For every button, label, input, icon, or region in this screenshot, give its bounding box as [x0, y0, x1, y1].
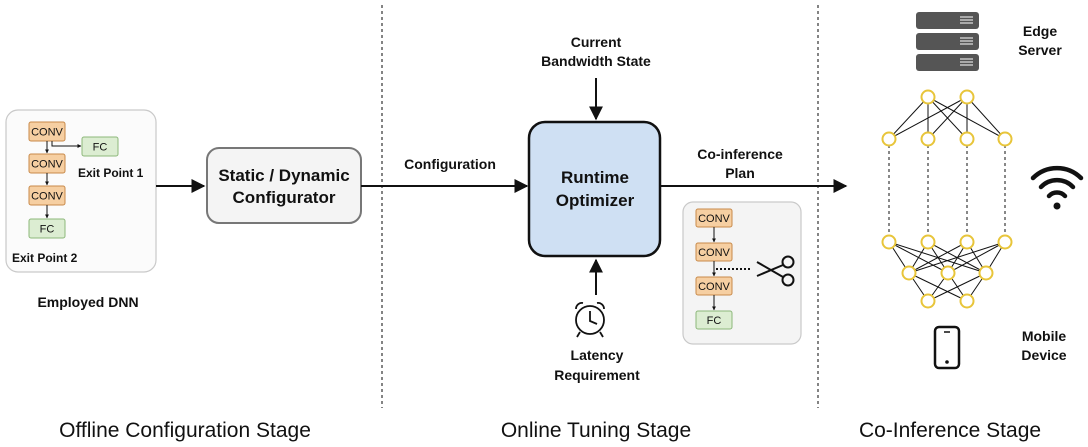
nn-node: [978, 265, 994, 281]
plan-label-line1: Co-inference: [697, 146, 783, 162]
configuration-label: Configuration: [404, 156, 496, 172]
nn-node: [959, 293, 975, 309]
dnn-layer-conv-1-label: CONV: [31, 127, 63, 139]
nn-node: [920, 89, 936, 105]
plan-label-line2: Plan: [725, 165, 755, 181]
nn-node: [920, 293, 936, 309]
edge-server-label-line1: Edge: [1023, 23, 1057, 39]
nn-node: [997, 234, 1013, 250]
coinference-stage-title: Co-Inference Stage: [859, 419, 1041, 442]
alarm-clock-icon: [575, 302, 605, 338]
nn-node: [881, 234, 897, 250]
nn-node: [920, 131, 936, 147]
plan-layer-conv-3: CONV: [695, 276, 733, 296]
offline-stage-title: Offline Configuration Stage: [59, 419, 311, 442]
employed-dnn-caption: Employed DNN: [37, 294, 138, 310]
dnn-layer-fc-exit1: FC: [81, 136, 119, 157]
dnn-layer-conv-1: CONV: [28, 121, 66, 142]
nn-node: [959, 234, 975, 250]
dnn-layer-conv-3: CONV: [28, 185, 66, 206]
plan-layer-conv-2-label: CONV: [698, 247, 730, 259]
latency-label-line2: Requirement: [554, 367, 640, 383]
edge-server-icon: [916, 12, 979, 71]
online-stage-title: Online Tuning Stage: [501, 419, 691, 442]
dnn-layer-conv-2-label: CONV: [31, 159, 63, 171]
mobile-device-label-line1: Mobile: [1022, 328, 1067, 344]
dnn-layer-fc-exit1-label: FC: [93, 142, 108, 154]
plan-layer-conv-2: CONV: [695, 242, 733, 262]
nn-node: [997, 131, 1013, 147]
exit-point-2-label: Exit Point 2: [12, 251, 78, 265]
plan-layer-conv-1-label: CONV: [698, 213, 730, 225]
scissors-icon: [756, 255, 795, 287]
nn-node: [940, 265, 956, 281]
nn-node: [959, 131, 975, 147]
configurator-label-line2: Configurator: [233, 188, 336, 207]
bandwidth-label-line1: Current: [571, 34, 622, 50]
nn-node: [920, 234, 936, 250]
dnn-layer-fc-exit2-label: FC: [40, 224, 55, 236]
dnn-branch-link: [51, 141, 82, 148]
mobile-device-label-line2: Device: [1021, 347, 1066, 363]
dnn-layer-conv-2: CONV: [28, 153, 66, 174]
edge-server-label-line2: Server: [1018, 42, 1062, 58]
exit-point-1-label: Exit Point 1: [78, 166, 144, 180]
nn-edges-top: [888, 96, 1006, 140]
runtime-optimizer-box: [527, 120, 662, 258]
configurator-box: [206, 147, 362, 224]
nn-edges-dashed: [888, 139, 1006, 242]
latency-label-line1: Latency: [571, 347, 624, 363]
nn-node: [881, 131, 897, 147]
plan-layer-conv-1: CONV: [695, 208, 733, 228]
wifi-icon: [1030, 165, 1084, 210]
dnn-layer-fc-exit2: FC: [28, 218, 66, 239]
plan-layer-fc: FC: [695, 310, 733, 330]
nn-nodes: [881, 89, 1013, 309]
optimizer-label-line1: Runtime: [561, 168, 629, 187]
plan-layer-conv-3-label: CONV: [698, 281, 730, 293]
bandwidth-label-line2: Bandwidth State: [541, 53, 651, 69]
optimizer-label-line2: Optimizer: [556, 191, 635, 210]
plan-layer-fc-label: FC: [707, 315, 722, 327]
nn-node: [959, 89, 975, 105]
dnn-layer-conv-3-label: CONV: [31, 191, 63, 203]
nn-node: [901, 265, 917, 281]
configurator-label-line1: Static / Dynamic: [218, 166, 349, 185]
mobile-phone-icon: [933, 325, 961, 370]
